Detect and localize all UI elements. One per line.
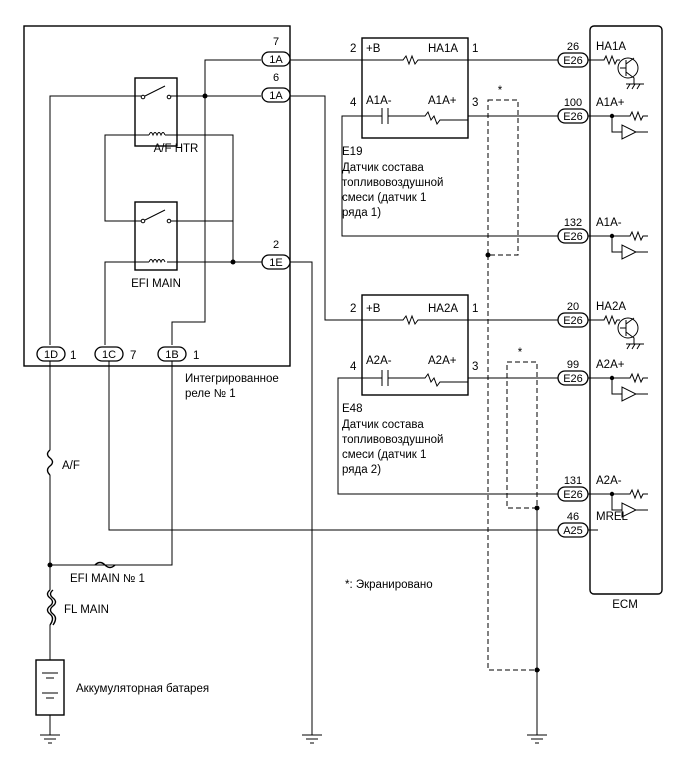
ecm-connector-label-99: E26	[563, 373, 583, 385]
ecm-connector-label-100: E26	[563, 111, 583, 123]
sensor1-pin-b: 2	[350, 43, 356, 55]
ecm-pin-26: 26	[567, 41, 579, 53]
relay-af-htr-label: A/F HTR	[154, 143, 199, 155]
sensor2-pin-ha: 1	[472, 303, 478, 315]
ecm-connector-label-20: E26	[563, 315, 583, 327]
connector-1a-top-label: 1A	[269, 54, 283, 66]
sensor-e19: 2 +B HA1A 1 4 A1A- A1A+ 3 E19 Датчик сос…	[342, 37, 478, 219]
ecm-pin-131: 131	[564, 475, 582, 487]
ecm-pin-100: 100	[564, 97, 582, 109]
sensor1-desc1: Датчик состава	[342, 162, 424, 174]
ecm-signal-a2a: A2A-	[596, 475, 622, 487]
ecm-terminals: E26 26 HA1A E26 100 A1A+ E26 132 A1A- E26 20 HA2A E2…	[557, 41, 629, 538]
sensor1-pin-minus: 4	[350, 97, 357, 109]
connector-1b-label: 1B	[165, 349, 178, 361]
pin-1b-label: 1	[193, 350, 199, 362]
ecm-signal-ha2a: HA2A	[596, 301, 626, 313]
ground-shield	[527, 734, 547, 744]
ecm-pin-132: 132	[564, 217, 582, 229]
shield-note: *: Экранировано	[345, 579, 433, 591]
ecm-box	[589, 25, 663, 595]
shield2-mark: *	[518, 347, 523, 359]
ecm-internal	[598, 54, 648, 518]
pin-6-label: 6	[273, 72, 279, 84]
ecm-pin-20: 20	[567, 301, 579, 313]
relay-block-outline	[23, 25, 291, 367]
sensor2-label-plus: A2A+	[428, 355, 457, 367]
connector-1d	[36, 346, 66, 362]
ecm-signal-mrel: MREL	[596, 511, 629, 523]
integrated-relay-block: 1A 7 1A 6 1E 2 1D 1 1C 7 1B 1 A/F HTR EF…	[23, 25, 291, 400]
pin-7-label: 7	[273, 36, 279, 48]
connector-1a-mid-label: 1A	[269, 90, 283, 102]
sensor2-label-minus: A2A-	[366, 355, 392, 367]
sensor2-id: E48	[342, 403, 362, 415]
sensor2-desc3: смеси (датчик 1	[342, 449, 426, 461]
sensor2-pin-b: 2	[350, 303, 356, 315]
fuse-efi-main: EFI MAIN № 1	[70, 561, 145, 585]
sensor2-pin-minus: 4	[350, 361, 357, 373]
ecm-connector-label-131: E26	[563, 489, 583, 501]
relay-af-htr	[134, 77, 178, 147]
ecm-connector-label-46: A25	[563, 525, 583, 537]
pin-2-label: 2	[273, 239, 279, 251]
sensor1-label-plus: A1A+	[428, 95, 457, 107]
sensor2-pin-plus: 3	[472, 361, 478, 373]
fuse-efi-main-label: EFI MAIN № 1	[70, 573, 145, 585]
relay-block-label-line2: реле № 1	[185, 388, 236, 400]
ecm-signal-a2a: A2A+	[596, 359, 625, 371]
fuse-fl-main-label: FL MAIN	[64, 604, 109, 616]
ecm-connector-label-26: E26	[563, 55, 583, 67]
sensor1-label-ha: HA1A	[428, 43, 458, 55]
connector-1a-top	[261, 51, 291, 67]
ecm-pin-99: 99	[567, 359, 579, 371]
sensor1-desc4: ряда 1)	[342, 207, 381, 219]
ecm-signal-a1a: A1A+	[596, 97, 625, 109]
sensor1-pin-ha: 1	[472, 43, 478, 55]
sensor1-label-minus: A1A-	[366, 95, 392, 107]
sensor2-desc2: топливовоздушной	[342, 434, 443, 446]
sensor2-label-b: +B	[366, 303, 381, 315]
battery-box	[35, 659, 65, 716]
relay-efi-main	[134, 201, 178, 271]
sensor2-label-ha: HA2A	[428, 303, 458, 315]
ground-battery	[40, 734, 60, 744]
sensor1-desc2: топливовоздушной	[342, 177, 443, 189]
ecm-title: ECM	[612, 599, 638, 611]
sensor-e48: 2 +B HA2A 1 4 A2A- A2A+ 3 E48 Датчик сос…	[342, 294, 478, 476]
sensor1-id: E19	[342, 146, 362, 158]
connector-1c-label: 1C	[102, 349, 116, 361]
sensor1-desc3: смеси (датчик 1	[342, 192, 426, 204]
pin-1c-label: 7	[130, 350, 136, 362]
ecm-pin-46: 46	[567, 511, 579, 523]
sensor2-desc4: ряда 2)	[342, 464, 381, 476]
battery-label: Аккумуляторная батарея	[76, 683, 209, 695]
sensor1-pin-plus: 3	[472, 97, 478, 109]
ecm: ECM E26 26 HA1A E26 100 A1A+ E26 132 A1A- E26 20 HA…	[557, 25, 663, 611]
connector-1e-label: 1E	[269, 257, 282, 269]
battery: Аккумуляторная батарея	[35, 659, 209, 735]
fuse-af-label: A/F	[62, 460, 80, 472]
ecm-signal-a1a: A1A-	[596, 217, 622, 229]
ecm-connector-label-132: E26	[563, 231, 583, 243]
external-wiring: * *	[47, 59, 558, 735]
ground-relay	[302, 734, 322, 744]
sensor1-label-b: +B	[366, 43, 381, 55]
relay-efi-main-label: EFI MAIN	[131, 278, 181, 290]
fuse-af: A/F	[46, 449, 80, 476]
ecm-signal-ha1a: HA1A	[596, 41, 626, 53]
connector-1d-label: 1D	[44, 349, 58, 361]
connector-1a-mid	[261, 87, 291, 103]
relay-block-label-line1: Интегрированное	[185, 373, 279, 385]
fuse-fl-main: FL MAIN	[46, 589, 109, 626]
sensor2-desc1: Датчик состава	[342, 419, 424, 431]
pin-1d-label: 1	[70, 350, 76, 362]
sensor-e19-box	[361, 37, 469, 139]
shield1-mark: *	[498, 85, 503, 97]
